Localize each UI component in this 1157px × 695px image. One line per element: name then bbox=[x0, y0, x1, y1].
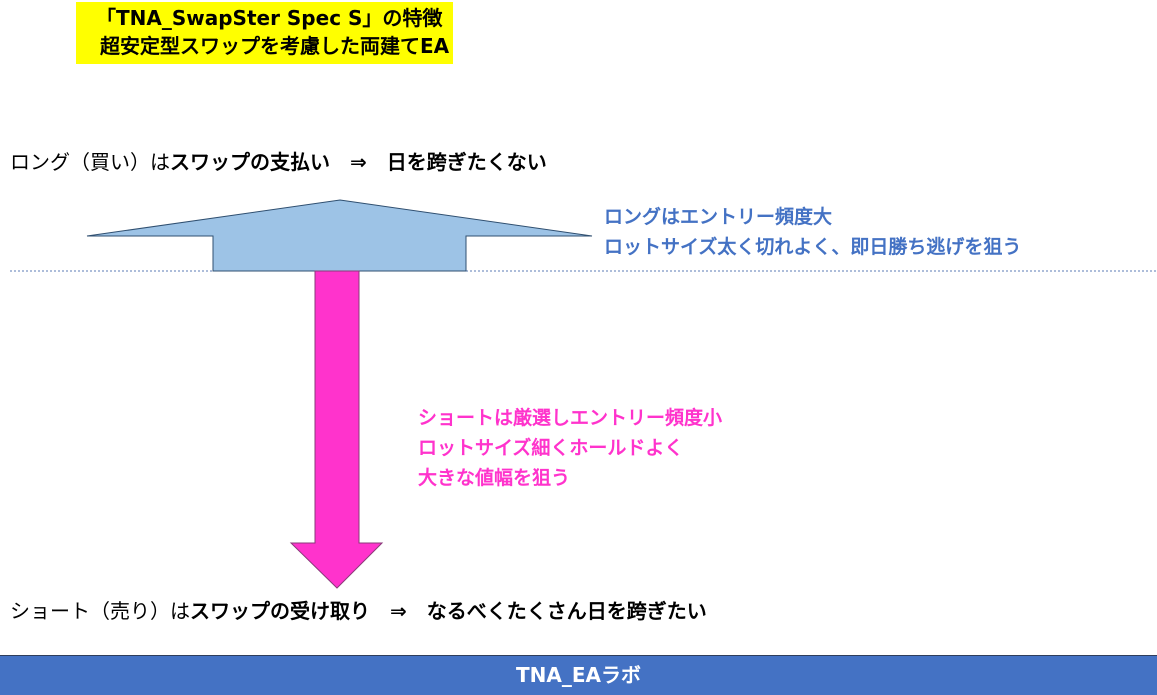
short-prefix: ショート（売り）は bbox=[10, 599, 190, 623]
long-note: ロングはエントリー頻度大 bbox=[604, 206, 833, 228]
title-line-2: 超安定型スワップを考慮した両建てEA bbox=[100, 34, 450, 58]
long-bold: スワップの支払い ⇒ 日を跨ぎたくない bbox=[170, 150, 547, 174]
footer-bar: TNA_EAラボ bbox=[0, 655, 1157, 695]
long-notes: ロングはエントリー頻度大 ロットサイズ太く切れよく、即日勝ち逃げを狙う bbox=[604, 202, 1021, 262]
long-description: ロング（買い）はスワップの支払い ⇒ 日を跨ぎたくない bbox=[10, 146, 547, 175]
short-notes: ショートは厳選しエントリー頻度小 ロットサイズ細くホールドよく 大きな値幅を狙う bbox=[418, 403, 722, 493]
short-bold: スワップの受け取り ⇒ なるべくたくさん日を跨ぎたい bbox=[190, 599, 707, 623]
short-note: ショートは厳選しエントリー頻度小 bbox=[418, 407, 723, 429]
title-line-1: 「TNA_SwapSter Spec S」の特徴 bbox=[96, 6, 443, 30]
long-prefix: ロング（買い）は bbox=[10, 150, 170, 174]
short-down-arrow bbox=[289, 270, 384, 589]
long-up-arrow bbox=[86, 199, 593, 272]
long-note: ロットサイズ太く切れよく、即日勝ち逃げを狙う bbox=[604, 236, 1022, 258]
short-note: ロットサイズ細くホールドよく bbox=[418, 437, 684, 459]
short-note: 大きな値幅を狙う bbox=[418, 467, 571, 489]
short-description: ショート（売り）はスワップの受け取り ⇒ なるべくたくさん日を跨ぎたい bbox=[10, 595, 707, 624]
title-banner: 「TNA_SwapSter Spec S」の特徴 超安定型スワップを考慮した両建… bbox=[76, 2, 454, 64]
